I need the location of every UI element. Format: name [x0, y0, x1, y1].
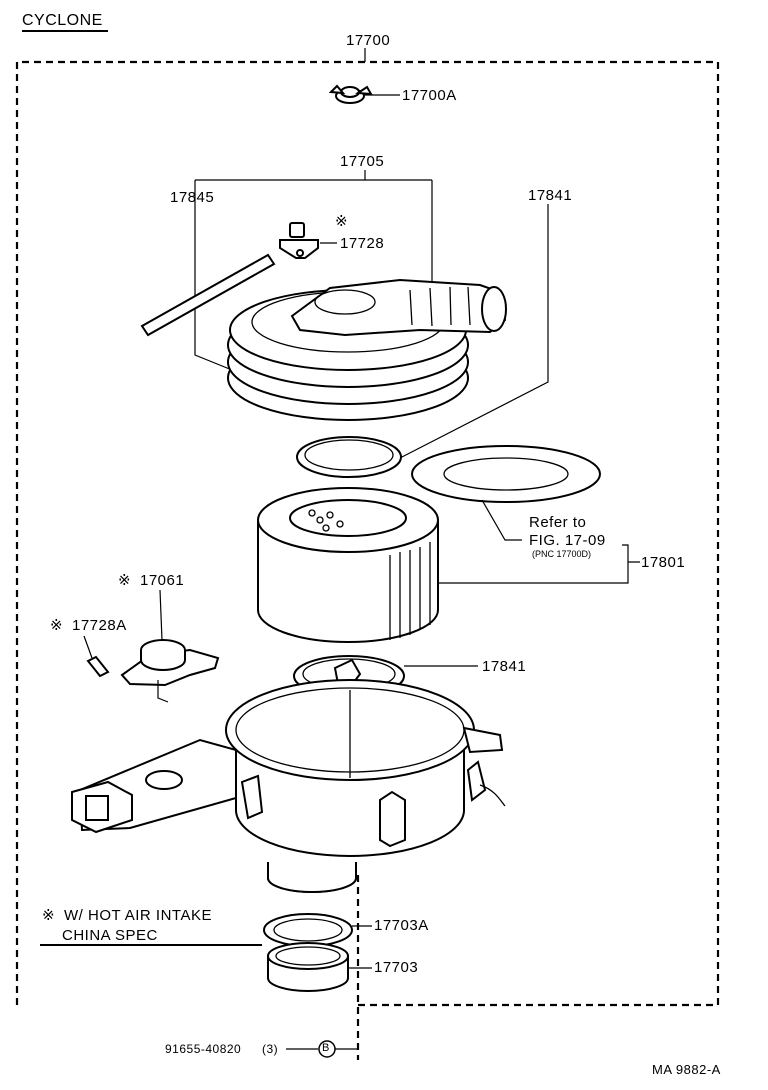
- refer-line-1: Refer to: [529, 514, 587, 531]
- refer-line-3: (PNC 17700D): [532, 549, 592, 559]
- case-drawing: [71, 679, 506, 893]
- cover-drawing: [227, 278, 507, 421]
- sensor-drawing: [120, 589, 220, 703]
- part-hose-lower: 17703: [374, 959, 419, 976]
- seal-drawing: [263, 913, 372, 947]
- bolt-number: 91655-40820: [165, 1042, 242, 1056]
- notes-line-1: W/ HOT AIR INTAKE: [64, 907, 212, 924]
- part-gasket-top: 17841: [528, 187, 573, 204]
- assembly-number: 17700: [346, 32, 391, 49]
- part-cover-assy: 17705: [340, 153, 385, 170]
- note-marker-screw: ※: [50, 617, 64, 634]
- refer-line-2: FIG. 17-09: [529, 532, 606, 549]
- element-ring-drawing: [411, 445, 601, 541]
- hose-lower-drawing: [267, 942, 372, 992]
- gasket-top-leader: [399, 204, 549, 459]
- part-seal: 17703A: [374, 917, 429, 934]
- note-marker-valve: ※: [335, 213, 349, 230]
- cover-assy-bracket: [194, 170, 433, 371]
- cap-bolt-drawing: [328, 84, 400, 104]
- bolt-circle-label: B: [322, 1042, 330, 1054]
- note-marker-sensor: ※: [118, 572, 132, 589]
- part-cap-bolt: 17700A: [402, 87, 457, 104]
- assembly-boundary: [15, 60, 720, 1007]
- part-hose: 17845: [170, 189, 215, 206]
- part-screw: 17728A: [72, 617, 127, 634]
- part-gasket-bottom: 17841: [482, 658, 527, 675]
- part-filter: 17801: [641, 554, 686, 571]
- filter-drawing: [257, 487, 640, 643]
- bolt-qty: (3): [262, 1042, 279, 1056]
- note-marker-notes: ※: [42, 907, 56, 924]
- screw-drawing: [83, 635, 110, 678]
- page-title: CYCLONE: [22, 12, 103, 29]
- valve-drawing: [279, 222, 337, 259]
- part-valve: 17728: [340, 235, 385, 252]
- notes-line-2: CHINA SPEC: [62, 927, 158, 944]
- part-sensor: 17061: [140, 572, 185, 589]
- hose-drawing: [140, 253, 276, 337]
- footer-code: MA 9882-A: [652, 1062, 721, 1077]
- gasket-top-drawing: [296, 436, 402, 478]
